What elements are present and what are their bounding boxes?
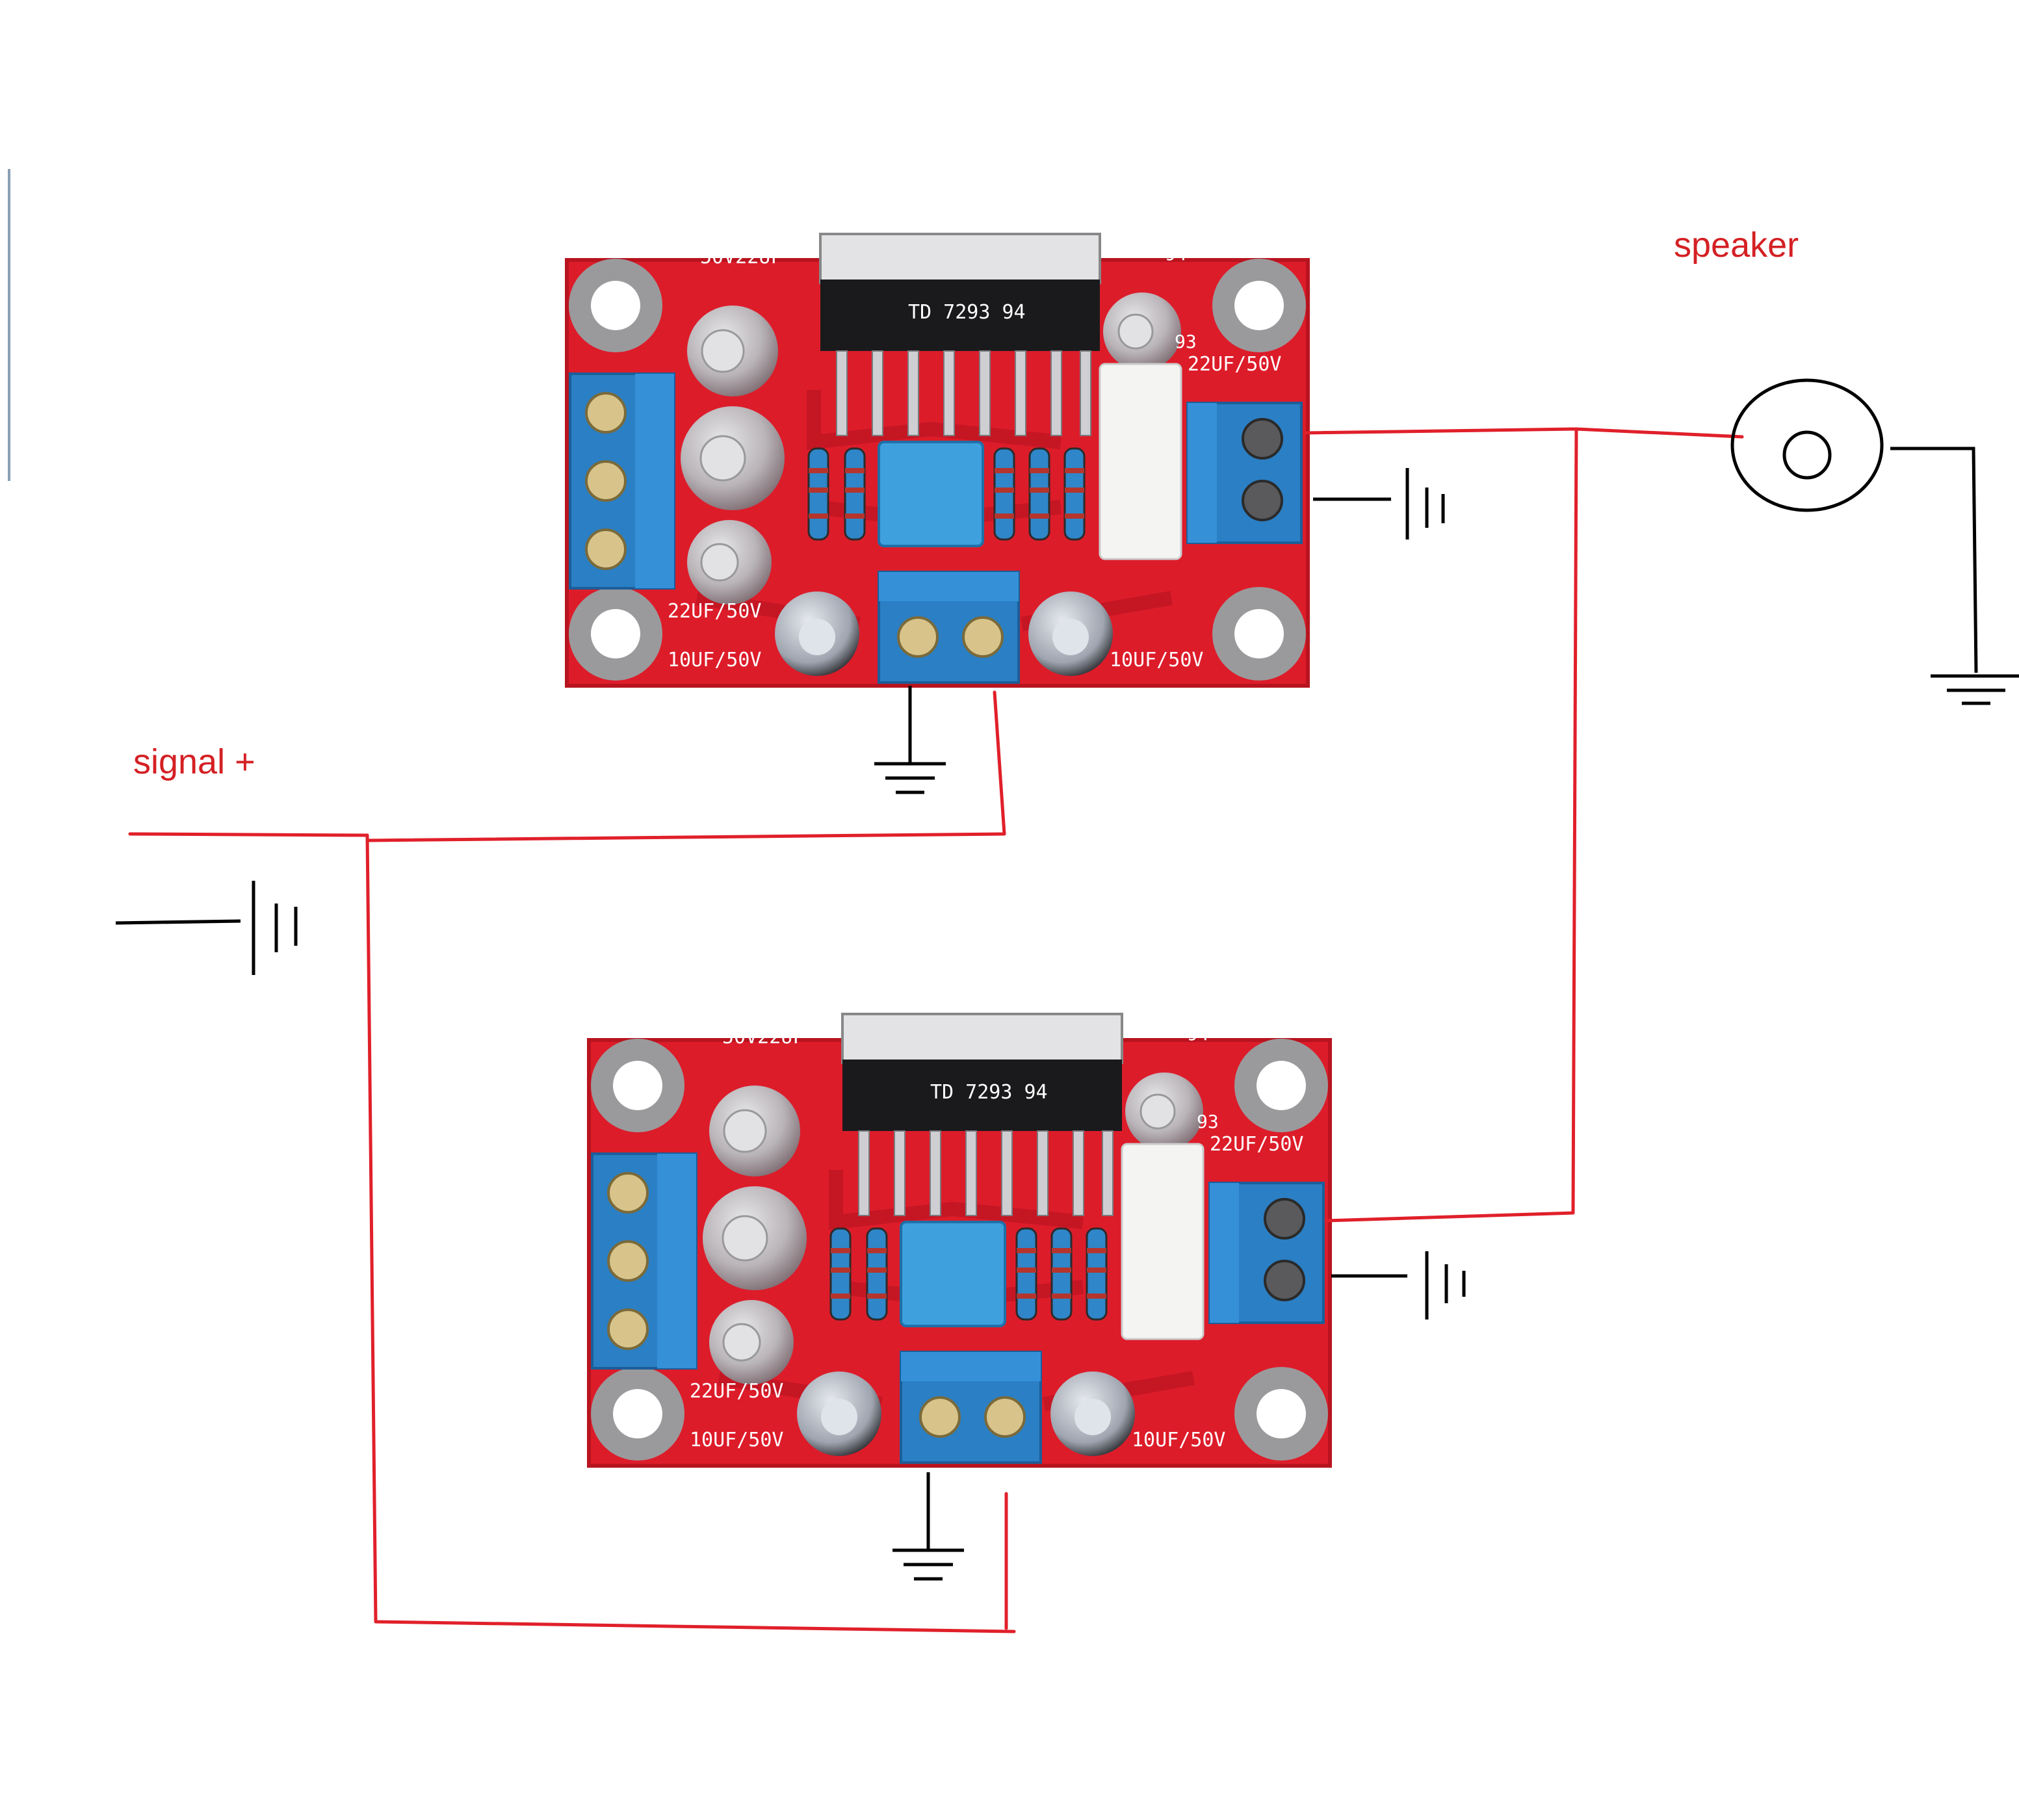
board-bottom-cap-bottom-left: 10UF/50V (690, 1429, 784, 1451)
speaker-wire-top-board (1303, 427, 1578, 435)
board-bottom-mark-93: 93 (1197, 1111, 1219, 1132)
speaker-label: speaker (1674, 226, 1799, 265)
battery-icon (1313, 468, 1445, 540)
signal-wire-bottom-board (365, 833, 1016, 1633)
board-top-cap-bottom-right: 10UF/50V (1110, 649, 1204, 671)
board-top-cap-top-right: 22UF/50V (1188, 353, 1282, 376)
amplifier-board-bottom: 50V22UF TD 7293 94 94 93 22UF/50V 22UF/5… (589, 1014, 1330, 1466)
board-top-mark-94: 94 (1165, 243, 1187, 265)
board-top-chip-label: TD 7293 94 (908, 301, 1026, 324)
board-top-cap-top-left: 50V22UF (700, 246, 782, 268)
signal-wire-top-board (365, 690, 1006, 842)
board-bottom-cap-mid-left: 22UF/50V (690, 1380, 784, 1403)
board-bottom-cap-bottom-right: 10UF/50V (1132, 1429, 1226, 1451)
signal-input-wire (128, 832, 369, 837)
battery-icon (1331, 1251, 1466, 1320)
ground-icon (1931, 674, 2019, 705)
battery-icon (115, 881, 298, 975)
board-top-cap-mid-left: 22UF/50V (668, 600, 762, 623)
amplifier-board-top: 50V22UF TD 7293 94 94 93 22UF/50V 22UF/5… (567, 234, 1308, 686)
board-bottom-cap-top-left: 50V22UF (722, 1026, 804, 1048)
signal-wires (128, 427, 1744, 1633)
signal-label: signal + (133, 742, 255, 781)
board-top-cap-bottom-left: 10UF/50V (668, 649, 762, 671)
board-bottom-chip-label: TD 7293 94 (930, 1081, 1048, 1104)
board-top-mark-93: 93 (1175, 331, 1197, 352)
speaker-icon (1730, 378, 1978, 673)
board-bottom-cap-top-right: 22UF/50V (1210, 1133, 1304, 1156)
speaker-wire-bottom-board (1324, 427, 1744, 1223)
board-bottom-mark-94: 94 (1187, 1023, 1209, 1045)
